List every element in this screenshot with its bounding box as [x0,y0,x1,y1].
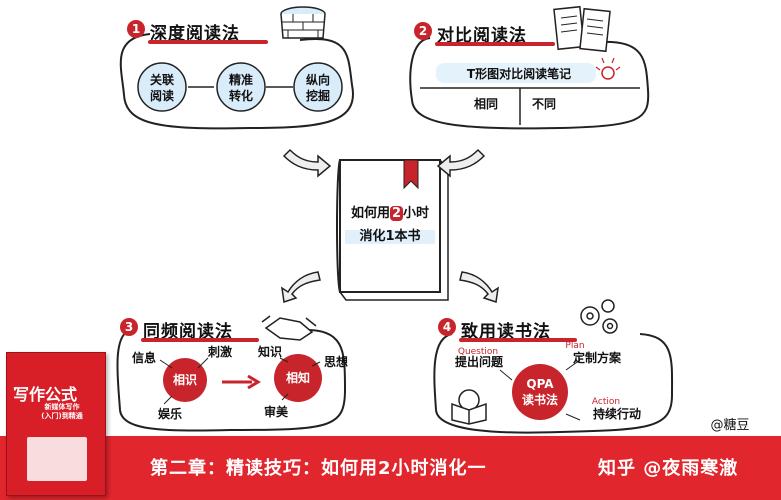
book-cover-subtitle: 新媒体写作 (入门)到精通 [41,403,83,420]
s3-frame [116,328,347,432]
s1-node-1: 关联 阅读 [149,73,174,103]
bricks-icon [280,6,326,39]
bottom-banner [0,436,781,500]
s3-title: 同频阅读法 [143,322,233,342]
s4-q-text: 提出问题 [454,355,503,369]
s1-badge: 1 [127,20,145,38]
s2-col-right: 不同 [531,97,556,111]
s2-badge: 2 [414,22,432,40]
bottom-banner-text: 第二章：精读技巧：如何用2小时消化一 [150,458,487,479]
s4-a-text: 持续行动 [592,407,641,421]
handshake-icon [261,315,317,341]
signature: @糖豆 [710,418,750,433]
s2-frame [409,37,650,130]
s4-p-label: Plan [565,341,585,351]
center-book [336,159,449,301]
s4-title: 致用读书法 [461,322,551,342]
s1-node-2: 精准 转化 [228,73,253,103]
s3-label-5: 娱乐 [157,407,182,421]
s2-title: 对比阅读法 [437,26,527,46]
s4-p-text: 定制方案 [572,351,621,365]
s3-label-3: 知识 [257,345,282,359]
center-book-num: 2 [389,206,404,221]
s3-label-1: 信息 [131,351,156,365]
book-cover-image: 写作公式 新媒体写作 (入门)到精通 [6,352,106,496]
brand-watermark: 知乎 @夜雨寒澈 [598,458,739,479]
s4-center: QPA 读书法 [521,377,558,407]
s3-underline [141,338,259,342]
s3-label-2: 刺激 [207,345,232,359]
s4-badge: 4 [438,318,456,336]
book-cover-art [27,437,87,481]
s1-node-3: 纵向 挖掘 [305,73,330,103]
s4-frame [433,333,674,434]
s2-col-left: 相同 [473,97,498,111]
notes-icon [553,5,611,53]
s3-badge: 3 [120,318,138,336]
bulb-icon [595,57,621,80]
s2-underline [435,42,555,46]
s1-title: 深度阅读法 [150,24,240,44]
s3-left-circle: 相识 [172,373,197,387]
s2-note-title: T形图对比阅读笔记 [466,67,572,81]
s3-label-4: 思想 [323,355,348,369]
s1-underline [148,40,268,44]
s4-a-label: Action [591,397,621,407]
gears-icon [580,299,618,334]
center-book-line1-b: 小时 [403,206,430,221]
s4-underline [459,338,577,342]
reader-icon [451,389,487,425]
book-cover-title: 写作公式 [13,385,78,404]
s3-right-circle: 相知 [285,371,310,385]
s3-label-6: 审美 [263,405,288,419]
center-book-line1-a: 如何用 [350,206,390,221]
center-book-line2: 消化1本书 [359,229,421,244]
connector-arrows [281,148,499,303]
s1-frame [119,33,354,130]
s4-q-label: Question [457,347,499,357]
